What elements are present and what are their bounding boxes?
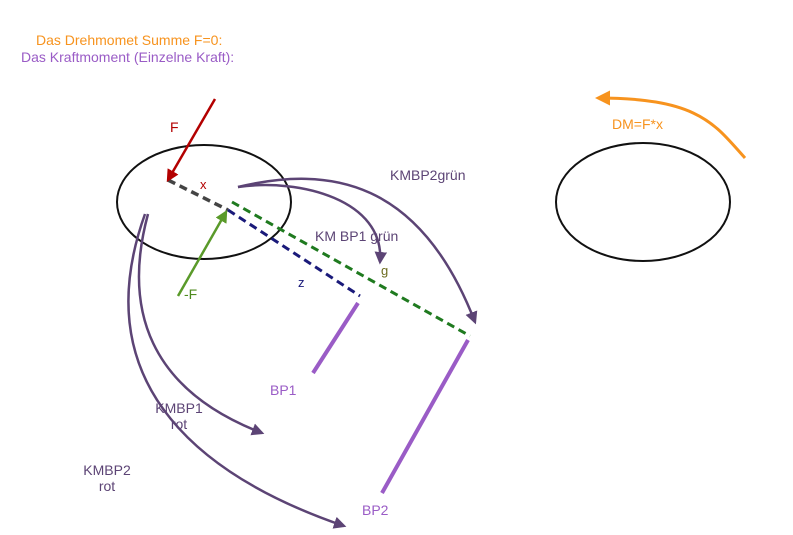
force-f-arrow	[166, 98, 217, 183]
right-body-ellipse	[555, 142, 731, 262]
lever-arm-z-dashed	[227, 208, 361, 298]
left-body-ellipse	[116, 144, 292, 260]
title-drehmoment-summe: Das Drehmomet Summe F=0:	[36, 32, 223, 48]
dm-rotation-arrow	[595, 90, 747, 160]
label-g: g	[381, 263, 389, 278]
label-kmbp2-rot: KMBP2 rot	[83, 462, 131, 494]
bp2-line	[380, 339, 470, 494]
label-x: x	[200, 177, 207, 192]
kmbp2-gruen-arrow	[237, 177, 478, 325]
bp1-line	[311, 301, 360, 375]
label-f: F	[170, 119, 179, 135]
label-z: z	[298, 275, 305, 290]
kmbp2-rot-arrow	[127, 213, 347, 529]
lever-arm-x-dashed	[167, 178, 229, 212]
label-bp1: BP1	[270, 382, 297, 398]
label-kmbp1-rot: KMBP1 rot	[155, 400, 203, 432]
label-bp2: BP2	[362, 502, 389, 518]
label-dm-formula: DM=F*x	[612, 116, 663, 132]
label-km-bp1-gruen: KM BP1 grün	[315, 228, 399, 244]
force-neg-f-arrow	[176, 209, 228, 297]
label-neg-f: -F	[184, 286, 198, 302]
km-bp1-gruen-arrow	[237, 183, 388, 265]
title-kraftmoment: Das Kraftmoment (Einzelne Kraft):	[21, 49, 235, 65]
label-kmbp2-gruen: KMBP2grün	[390, 167, 466, 183]
lever-arm-g-dashed	[231, 200, 471, 338]
kmbp1-rot-arrow	[137, 213, 265, 436]
